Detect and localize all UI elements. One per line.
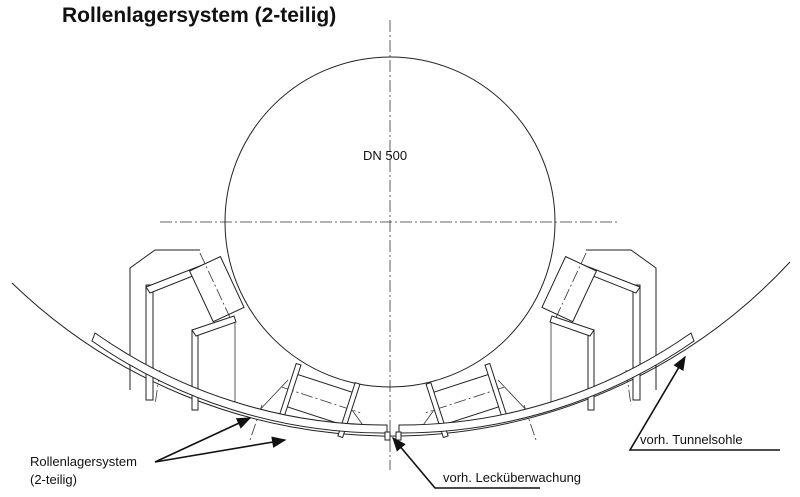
- left-roller-assembly: [91, 245, 391, 441]
- bearing-label-line2: (2-teilig): [30, 472, 77, 487]
- tunnel-label: vorh. Tunnelsohle: [640, 432, 743, 447]
- drawing-title: Rollenlagersystem (2-teilig): [62, 4, 337, 27]
- pipe-label: DN 500: [363, 148, 407, 163]
- bearing-label-line1: Rollenlagersystem: [30, 454, 137, 469]
- right-roller-assembly: [395, 245, 695, 441]
- tunnel-floor: [11, 261, 791, 437]
- leak-label: vorh. Lecküberwachung: [443, 470, 581, 485]
